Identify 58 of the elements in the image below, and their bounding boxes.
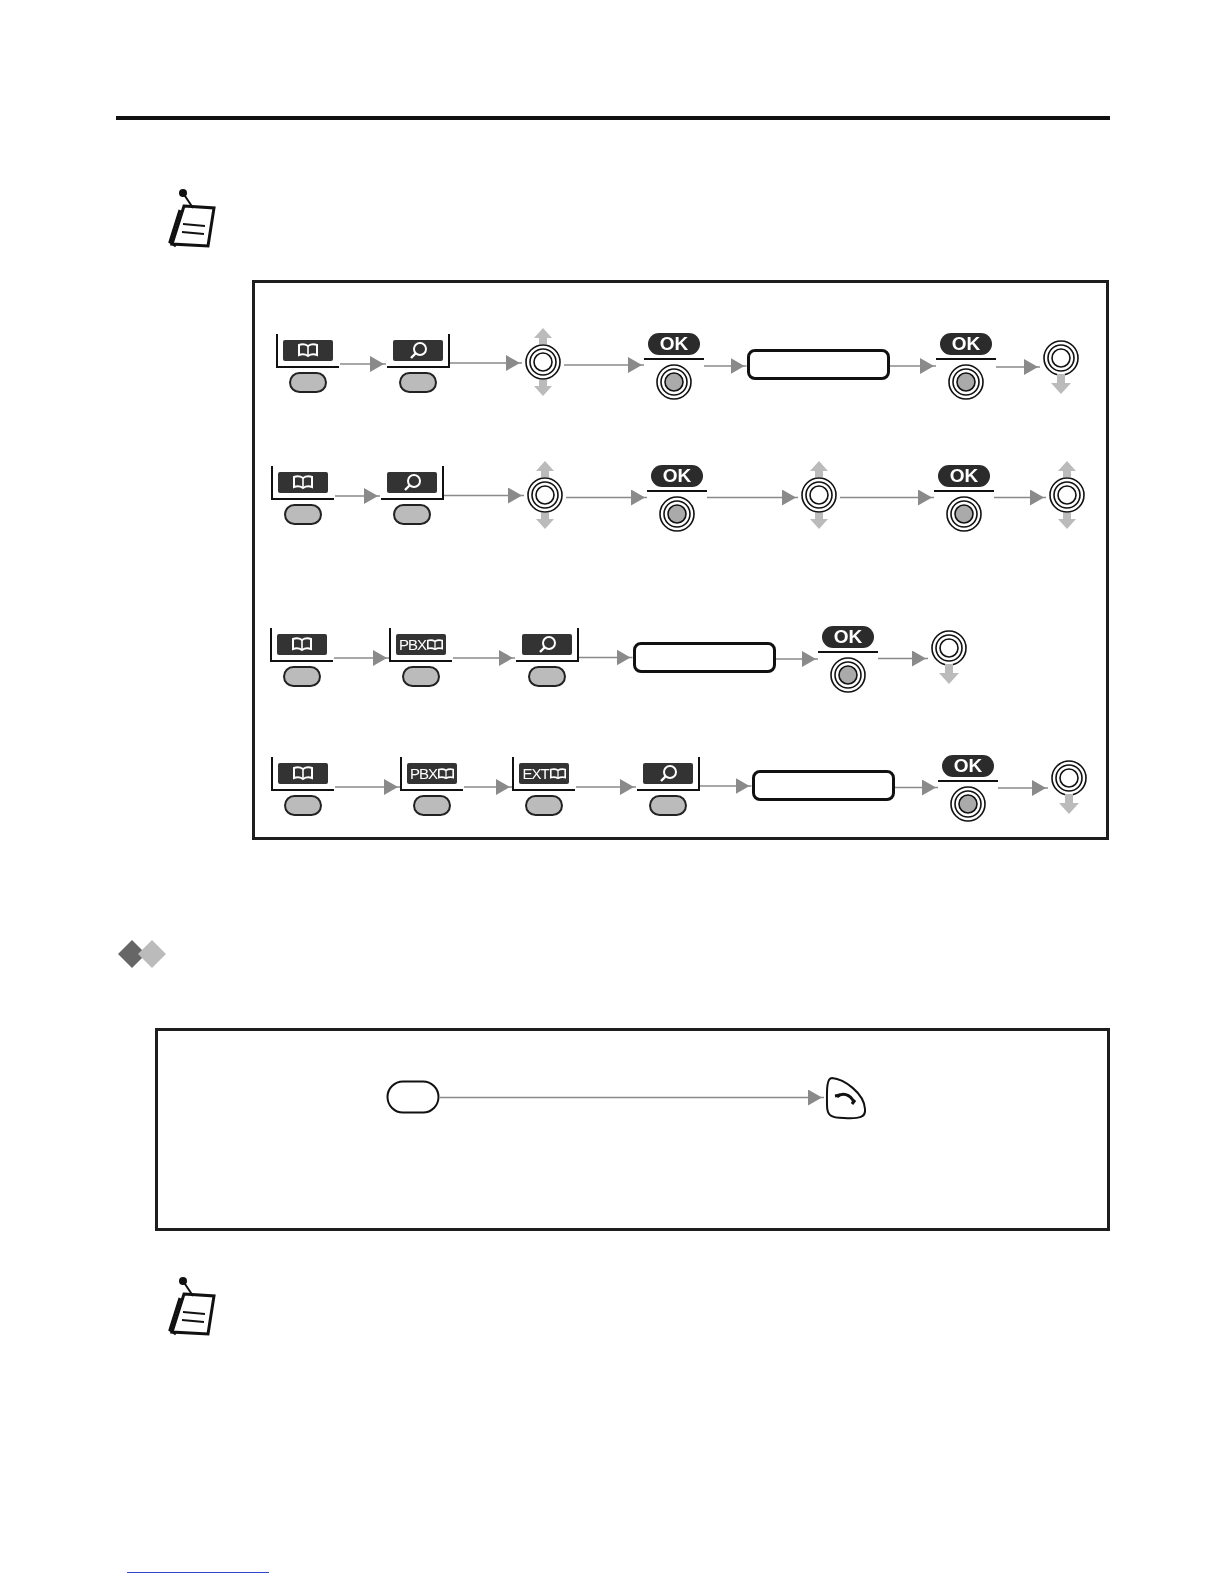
navigator-key (1040, 338, 1082, 394)
navigator-key (928, 628, 970, 684)
phonebook-soft-key (271, 757, 335, 817)
arrow (575, 779, 637, 795)
entry-field (746, 348, 890, 380)
arrow (997, 780, 1049, 796)
soft-key-label: EXT (519, 763, 569, 784)
arrow (333, 650, 390, 666)
arrow (995, 359, 1041, 375)
phonebook-soft-key (271, 466, 335, 526)
entry-field (751, 769, 895, 801)
frame-box (155, 1028, 1110, 1231)
arrow (699, 778, 753, 794)
arrow (334, 488, 381, 504)
ok-key: OK (818, 626, 878, 696)
arrow (703, 358, 748, 374)
ok-key: OK (647, 465, 707, 535)
ok-key: OK (934, 465, 994, 535)
soft-key-label: PBX (407, 763, 457, 784)
directory-soft-key (389, 628, 453, 688)
arrow (452, 650, 516, 666)
arrow (893, 779, 939, 796)
navigator-key (798, 461, 840, 529)
off-hook-key (824, 1075, 868, 1121)
search-soft-key (380, 466, 444, 526)
phonebook-soft-key (276, 334, 340, 394)
ok-key: OK (938, 755, 998, 825)
navigator-key (1046, 461, 1088, 529)
arrow (449, 355, 523, 371)
directory-soft-key (512, 757, 576, 817)
entry-field (632, 641, 776, 673)
directory-soft-key (400, 757, 464, 817)
navigator-key (524, 461, 566, 529)
soft-key-label: PBX (396, 634, 446, 655)
arrow (877, 650, 929, 667)
navigator-key (1048, 758, 1090, 814)
arrow (334, 779, 401, 795)
arrow (463, 779, 513, 795)
search-soft-key (636, 757, 700, 817)
ok-key: OK (936, 333, 996, 403)
arrow (706, 489, 799, 506)
arrow (839, 489, 935, 506)
search-soft-key (515, 628, 579, 688)
search-soft-key (386, 334, 450, 394)
arrow (565, 489, 648, 506)
arrow (774, 651, 819, 667)
arrow (563, 357, 645, 373)
arrow (888, 358, 937, 374)
arrow (993, 489, 1047, 506)
arrow (578, 649, 634, 666)
navigator-key (522, 328, 564, 396)
arrow (439, 1089, 825, 1106)
arrow (339, 356, 387, 372)
key (386, 1080, 440, 1114)
ok-key: OK (644, 333, 704, 403)
frame-box (252, 280, 1109, 840)
phonebook-soft-key (270, 628, 334, 688)
arrow (443, 487, 525, 504)
